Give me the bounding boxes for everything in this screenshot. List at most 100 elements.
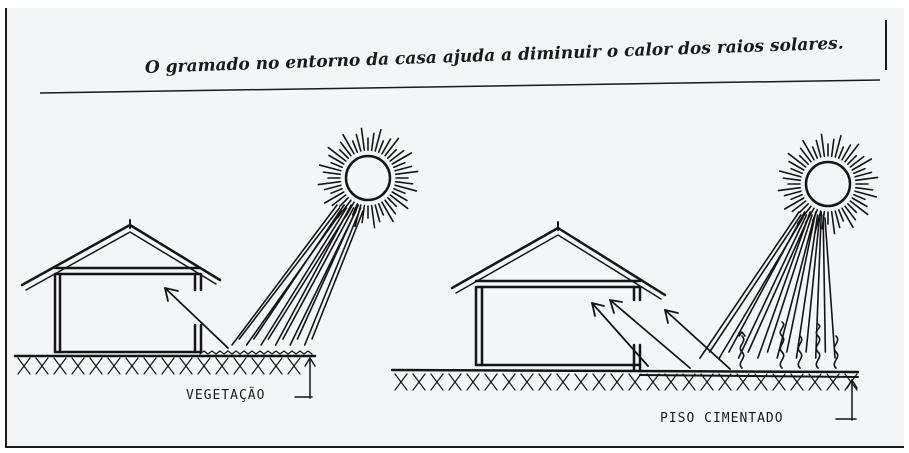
- hatch-stroke: [107, 357, 121, 375]
- sunbeam-stroke: [253, 204, 345, 340]
- sun-ray-stroke: [391, 191, 408, 202]
- dimension-marker-left: [294, 357, 316, 399]
- hatch-stroke: [89, 357, 103, 375]
- hatch-stroke: [790, 373, 804, 391]
- sunbeam-stroke: [737, 214, 808, 359]
- sun-ray-stroke: [355, 133, 362, 152]
- sun-ray-stroke: [798, 202, 810, 214]
- sunbeam-stroke: [282, 207, 355, 340]
- frame-border: [5, 8, 904, 448]
- sun-ray-stroke: [830, 138, 835, 158]
- sun-halo-right: [777, 133, 879, 235]
- hatch-stroke: [466, 373, 480, 391]
- sun-ray-stroke: [391, 152, 413, 165]
- sunbeam-stroke: [766, 214, 813, 353]
- hatch-stroke: [17, 357, 31, 375]
- sun-ray-stroke: [841, 207, 854, 229]
- sunbeam-stroke: [267, 210, 350, 340]
- house-left: [20, 219, 222, 354]
- sun-ray-stroke: [820, 133, 826, 158]
- sunbeam-stroke: [747, 217, 810, 353]
- sun-ray-stroke: [783, 197, 805, 210]
- sun-ray-stroke: [394, 165, 413, 172]
- sun-ray-stroke: [830, 210, 836, 235]
- sun-ray-stroke: [338, 196, 350, 208]
- hatch-stroke: [574, 373, 588, 391]
- sunbeam-stroke: [699, 211, 800, 359]
- sun-ray-stroke: [351, 203, 359, 216]
- sun-ray-stroke: [811, 146, 819, 159]
- sun-ray-stroke: [361, 204, 366, 224]
- sun-ray-stroke: [837, 209, 845, 222]
- hatch-stroke: [646, 373, 660, 391]
- grass-strip: [199, 350, 313, 355]
- sun-ray-stroke: [849, 200, 869, 216]
- sun-ray-stroke: [328, 154, 345, 165]
- sun-ray-stroke: [323, 191, 345, 204]
- sunbeams-right: [699, 211, 836, 359]
- sunbeam-stroke: [708, 214, 802, 353]
- reflected-ray-arrow-left: [164, 287, 229, 349]
- sun-ray-stroke: [381, 201, 394, 223]
- hatch-stroke: [736, 373, 750, 391]
- hatch-stroke: [161, 357, 175, 375]
- sun-ray-stroke: [386, 196, 398, 208]
- sun-ray-stroke: [791, 200, 807, 213]
- sunbeam-stroke: [757, 211, 811, 359]
- hatch-stroke: [125, 357, 139, 375]
- sun-ray-stroke: [393, 187, 406, 195]
- hatch-stroke: [35, 357, 49, 375]
- sun-ray-stroke: [834, 134, 842, 158]
- hatch-stroke: [538, 373, 552, 391]
- sun-ray-stroke: [360, 127, 366, 152]
- ground-hatch-right: [394, 373, 858, 391]
- sun-ray-stroke: [330, 187, 343, 195]
- sun-ray-stroke: [788, 160, 805, 171]
- sun-ray-stroke: [802, 139, 815, 161]
- sun-ray-stroke: [377, 203, 385, 216]
- hatch-stroke: [520, 373, 534, 391]
- sun-ray-stroke: [322, 171, 342, 176]
- hatch-stroke: [197, 357, 211, 375]
- dimension-marker-right: [835, 379, 858, 421]
- sun-ray-stroke: [330, 161, 343, 169]
- heat-waves: [738, 321, 839, 369]
- hatch-stroke: [718, 373, 732, 391]
- left-scene: [13, 127, 419, 399]
- hatch-stroke: [287, 357, 301, 375]
- sun-ray-stroke: [783, 190, 802, 197]
- sun-ray-stroke: [849, 155, 865, 168]
- sun-ray-stroke: [844, 205, 857, 221]
- label-vegetation: VEGETAÇÃO: [186, 388, 266, 403]
- sunbeam-stroke: [785, 211, 817, 353]
- sun-ray-stroke: [854, 190, 878, 198]
- sun-ray-stroke: [394, 170, 419, 176]
- hatch-stroke: [215, 357, 229, 375]
- sun-ray-stroke: [338, 148, 350, 160]
- hatch-stroke: [269, 357, 283, 375]
- hatch-stroke: [430, 373, 444, 391]
- sun-left: [344, 154, 392, 202]
- sun-ray-stroke: [790, 167, 803, 175]
- sun-ray-stroke: [777, 186, 802, 192]
- hatch-stroke: [754, 373, 768, 391]
- sun-ray-stroke: [782, 177, 802, 182]
- sunbeam-stroke: [274, 204, 352, 346]
- sun-ray-stroke: [393, 161, 406, 169]
- sun-ray-stroke: [394, 180, 414, 185]
- sunbeam-stroke: [795, 214, 819, 359]
- right-scene: [390, 133, 879, 421]
- sunbeam-stroke: [260, 207, 348, 346]
- sunbeam-stroke: [814, 211, 823, 359]
- sun-ray-stroke: [394, 184, 418, 192]
- ground-hatch-left: [17, 357, 301, 375]
- hatch-stroke: [628, 373, 642, 391]
- sunbeam-stroke: [805, 217, 821, 353]
- sun-ray-stroke: [798, 154, 810, 166]
- hatch-stroke: [179, 357, 193, 375]
- hatch-stroke: [826, 373, 840, 391]
- sun-ray-stroke: [317, 180, 342, 186]
- sunbeam-stroke: [776, 217, 815, 359]
- hatch-stroke: [448, 373, 462, 391]
